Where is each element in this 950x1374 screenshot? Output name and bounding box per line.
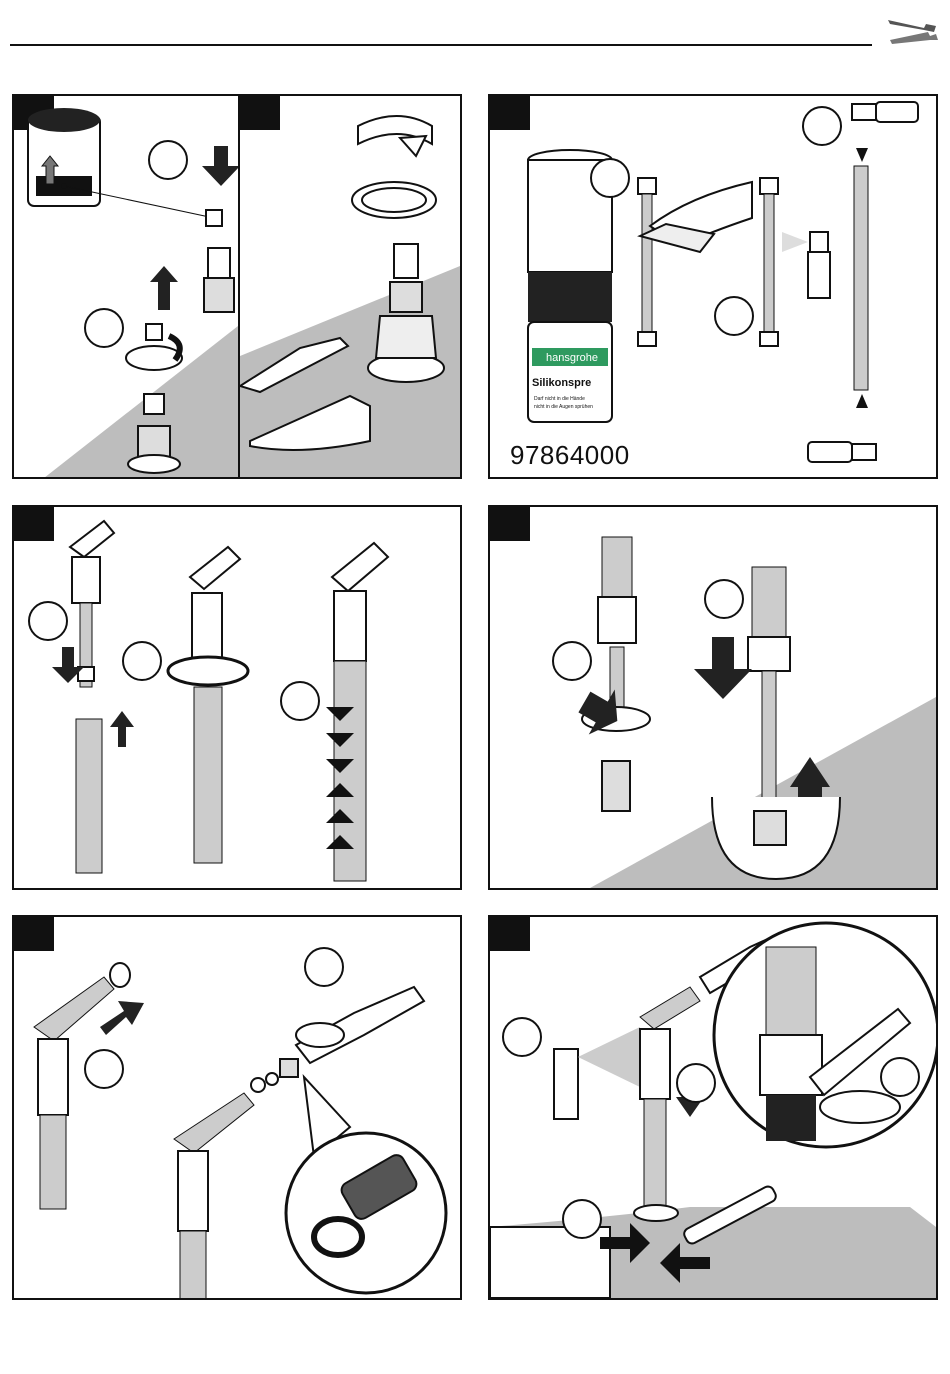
wrench-screwdriver-icon — [884, 10, 940, 50]
callout-circle — [28, 601, 68, 641]
spray-can-name: Silikonspre — [532, 377, 591, 389]
spray-can-fineprint-1: Darf nicht in die Hände — [534, 396, 585, 402]
callout-circle — [280, 681, 320, 721]
final-assembly-illustration — [490, 917, 936, 1298]
callout-circle — [676, 1063, 716, 1103]
step-panel-3 — [12, 505, 462, 890]
step-panel-1 — [12, 94, 462, 479]
spray-can-fineprint-2: nicht in die Augen sprühen — [534, 404, 593, 410]
cartridge-removal-illustration — [14, 96, 238, 478]
spray-can-brand: hansgrohe — [546, 352, 598, 364]
callout-circle — [880, 1057, 920, 1097]
callout-circle — [502, 1017, 542, 1057]
step-panel-2: hansgrohe Silikonspre Darf nicht in die … — [488, 94, 938, 479]
callout-circle — [704, 579, 744, 619]
header-rule — [10, 44, 872, 46]
sub-panel-1b — [240, 96, 460, 477]
callout-circle — [590, 158, 630, 198]
callout-circle — [802, 106, 842, 146]
hose-lubrication-illustration: hansgrohe Silikonspre Darf nicht in die … — [490, 96, 936, 477]
step-panel-5 — [12, 915, 462, 1300]
seal-ring-installation-illustration — [240, 96, 460, 478]
hose-assembly-illustration — [14, 507, 460, 888]
callout-circle — [84, 1049, 124, 1089]
callout-circle — [84, 308, 124, 348]
callout-circle — [562, 1199, 602, 1239]
part-number-label: 97864000 — [510, 440, 630, 471]
sub-panel-1a — [14, 96, 238, 477]
callout-circle — [304, 947, 344, 987]
callout-circle — [714, 296, 754, 336]
hand-shower-connection-illustration — [14, 917, 460, 1298]
hose-connection-illustration — [490, 507, 936, 888]
step-panel-6 — [488, 915, 938, 1300]
step-panel-4 — [488, 505, 938, 890]
callout-circle — [122, 641, 162, 681]
callout-circle — [148, 140, 188, 180]
callout-circle — [552, 641, 592, 681]
